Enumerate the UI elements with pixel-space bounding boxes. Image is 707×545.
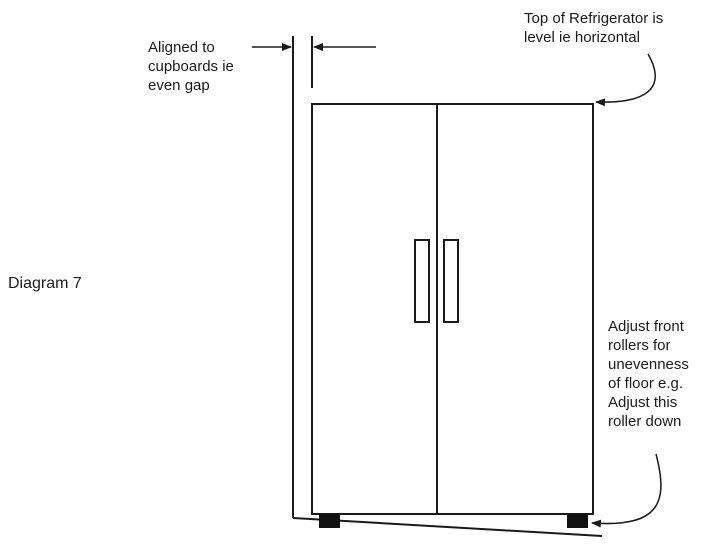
- alignment-annotation: Aligned to cupboards ie even gap: [148, 39, 234, 94]
- left-front-roller: [319, 514, 340, 528]
- uneven-floor-line: [292, 517, 603, 537]
- top-level-annotation: Top of Refrigerator is level ie horizont…: [524, 10, 664, 46]
- roller-adjust-annotation: Adjust front rollers for unevenness of f…: [608, 318, 689, 430]
- right-door-handle: [443, 239, 459, 323]
- left-door-handle: [414, 239, 430, 323]
- top-level-arrow: [595, 53, 656, 107]
- roller-adjust-arrow: [591, 453, 662, 528]
- diagram-title: Diagram 7: [8, 275, 82, 292]
- right-front-roller: [567, 514, 588, 528]
